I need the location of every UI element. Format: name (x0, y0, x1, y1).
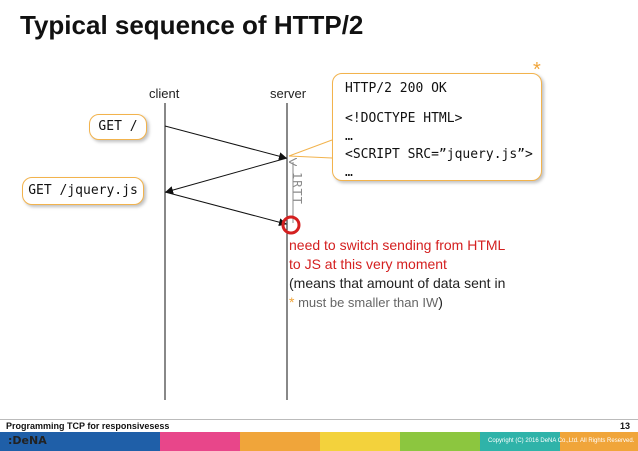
switch-point-marker (281, 215, 301, 235)
footer-segment-green (400, 432, 480, 451)
footer-segment-orange (240, 432, 320, 451)
dena-logo: :DeNA (8, 434, 47, 447)
get-jquery-callout: GET /jquery.js (22, 177, 144, 205)
footer-divider (0, 419, 638, 420)
callout-pointer (288, 139, 333, 159)
explanation-note: need to switch sending from HTML to JS a… (289, 236, 559, 312)
response-callout: HTTP/2 200 OK <!DOCTYPE HTML> … <SCRIPT … (332, 73, 542, 181)
note-line-4-text: must be smaller than IW (294, 295, 439, 310)
note-asterisk: * (289, 294, 295, 310)
response-ellipsis-line: … (345, 165, 353, 180)
footer-segment-pink (160, 432, 240, 451)
rtt-label: 1RTT (290, 172, 304, 205)
asterisk-marker: * (533, 59, 541, 81)
note-close-paren: ) (438, 294, 443, 310)
page-number: 13 (620, 421, 631, 431)
footer-segment-orange-end (560, 432, 638, 451)
footer-segment-yellow (320, 432, 400, 451)
note-line-3: (means that amount of data sent in (289, 275, 506, 291)
response-doctype-line: <!DOCTYPE HTML> (345, 111, 463, 126)
footer-segment-teal (480, 432, 560, 451)
server-label: server (270, 86, 307, 101)
response-script-line: <SCRIPT SRC=”jquery.js”> (345, 147, 533, 162)
request-arrow-get-js (164, 191, 287, 227)
slide-title: Typical sequence of HTTP/2 (20, 10, 364, 40)
footer-segment-blue (0, 432, 160, 451)
request-arrow-get-root (164, 125, 287, 161)
note-line-4: * must be smaller than IW) (289, 293, 559, 312)
copyright-text: Copyright (C) 2016 DeNA Co.,Ltd. All Rig… (488, 438, 635, 444)
footer-color-bar (0, 432, 638, 451)
note-line-1: need to switch sending from HTML (289, 237, 506, 253)
footer-title: Programming TCP for responsivesess (6, 421, 170, 431)
response-arrow (165, 157, 288, 194)
note-line-2: to JS at this very moment (289, 256, 447, 272)
client-label: client (149, 86, 180, 101)
response-ellipsis-line: … (345, 129, 353, 144)
response-status-line: HTTP/2 200 OK (345, 81, 447, 96)
get-root-callout: GET / (89, 114, 147, 140)
